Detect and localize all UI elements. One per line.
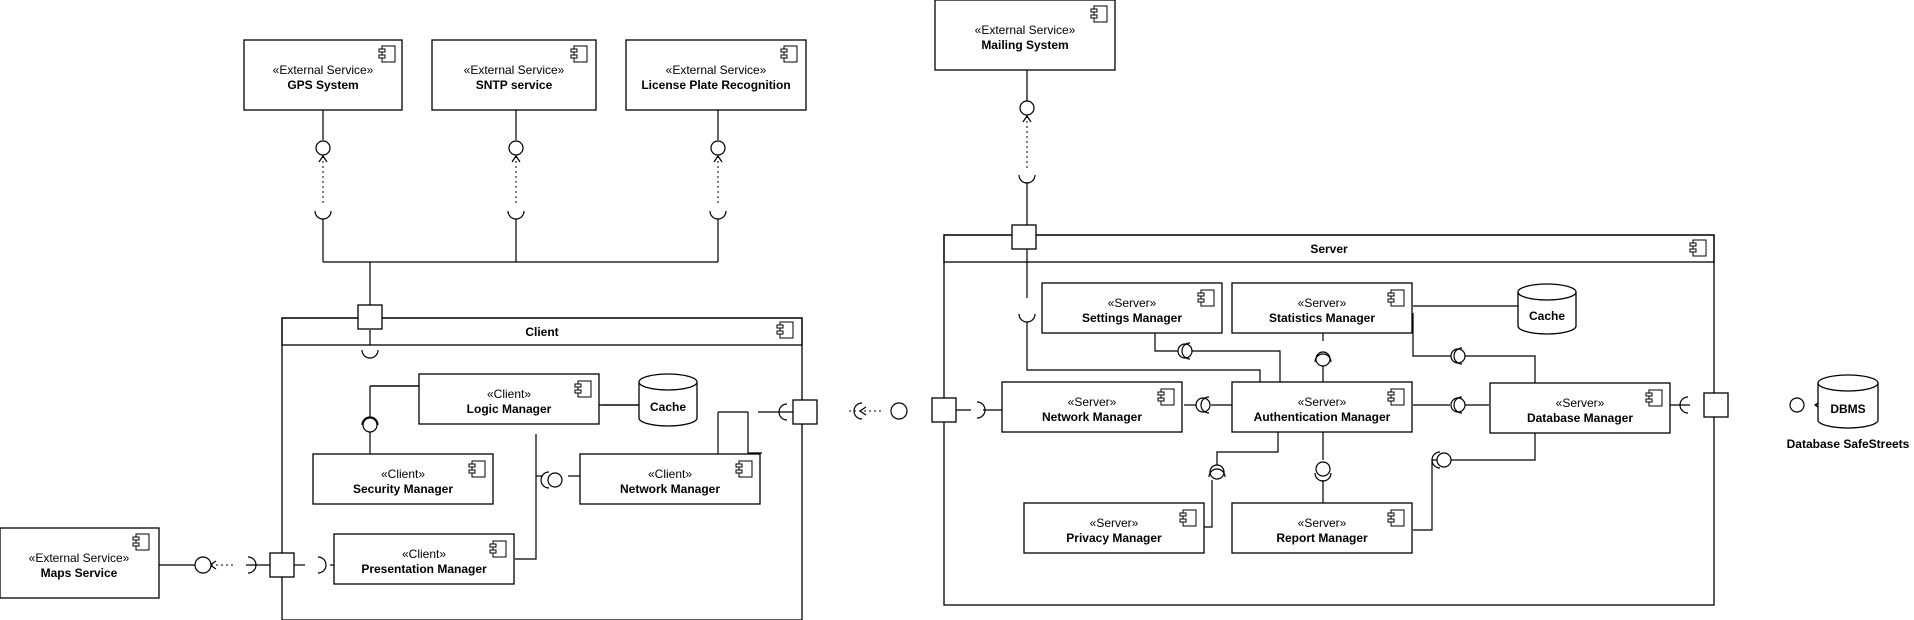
stereotype-label: «Server» xyxy=(1108,296,1157,310)
stereotype-label: «Server» xyxy=(1556,396,1605,410)
client-title: Client xyxy=(525,325,558,339)
stereotype-label: «Client» xyxy=(648,467,692,481)
component-icon xyxy=(574,380,592,398)
maps-service-component[interactable]: «External Service» Maps Service xyxy=(0,527,160,599)
gps-system-label: GPS System xyxy=(287,78,358,92)
client-cache-label: Cache xyxy=(650,400,686,414)
server-container: Server xyxy=(943,234,1715,606)
server-cache-label: Cache xyxy=(1529,309,1565,323)
presentation-manager-label: Presentation Manager xyxy=(361,562,487,576)
client-top-port[interactable] xyxy=(357,304,383,330)
component-icon xyxy=(735,460,753,478)
client-logic-manager-component[interactable]: «Client» Logic Manager xyxy=(418,373,600,425)
mailing-system-label: Mailing System xyxy=(981,38,1068,52)
stereotype-label: «Server» xyxy=(1090,516,1139,530)
client-right-port[interactable] xyxy=(792,399,818,425)
stereotype-label: «External Service» xyxy=(975,23,1076,37)
component-icon xyxy=(1387,388,1405,406)
component-icon xyxy=(1090,5,1108,23)
mailing-system-component[interactable]: «External Service» Mailing System xyxy=(934,0,1116,71)
database-safestreets-label: Database SafeStreets xyxy=(1787,437,1910,451)
stereotype-label: «External Service» xyxy=(666,63,767,77)
settings-manager-label: Settings Manager xyxy=(1082,311,1182,325)
stereotype-label: «External Service» xyxy=(273,63,374,77)
server-privacy-manager-component[interactable]: «Server» Privacy Manager xyxy=(1023,502,1205,554)
component-icon xyxy=(1689,239,1707,257)
client-network-manager-component[interactable]: «Client» Network Manager xyxy=(579,453,761,505)
server-database-manager-component[interactable]: «Server» Database Manager xyxy=(1489,382,1671,434)
stereotype-label: «External Service» xyxy=(29,551,130,565)
stereotype-label: «Client» xyxy=(381,467,425,481)
license-plate-recognition-label: License Plate Recognition xyxy=(641,78,790,92)
stereotype-label: «Server» xyxy=(1298,395,1347,409)
server-authentication-manager-component[interactable]: «Server» Authentication Manager xyxy=(1231,381,1413,433)
server-network-manager-label: Network Manager xyxy=(1042,410,1142,424)
stereotype-label: «Server» xyxy=(1068,395,1117,409)
dbms-database[interactable]: DBMS xyxy=(1817,374,1879,429)
client-container: Client xyxy=(281,317,803,620)
client-presentation-manager-component[interactable]: «Client» Presentation Manager xyxy=(333,533,515,585)
component-icon xyxy=(780,45,798,63)
component-icon xyxy=(776,321,794,339)
client-security-manager-component[interactable]: «Client» Security Manager xyxy=(312,453,494,505)
sntp-service-label: SNTP service xyxy=(476,78,553,92)
gps-system-component[interactable]: «External Service» GPS System xyxy=(243,39,403,111)
database-manager-label: Database Manager xyxy=(1527,411,1633,425)
component-icon xyxy=(132,533,150,551)
server-cache-database[interactable]: Cache xyxy=(1517,283,1577,335)
security-manager-label: Security Manager xyxy=(353,482,453,496)
component-icon xyxy=(1645,389,1663,407)
dependency-arrows xyxy=(208,114,1862,570)
server-top-port[interactable] xyxy=(1011,224,1037,250)
stereotype-label: «Client» xyxy=(487,387,531,401)
client-left-port[interactable] xyxy=(269,552,295,578)
component-icon xyxy=(378,45,396,63)
authentication-manager-label: Authentication Manager xyxy=(1254,410,1391,424)
server-title: Server xyxy=(1310,242,1348,256)
license-plate-recognition-component[interactable]: «External Service» License Plate Recogni… xyxy=(625,39,807,111)
server-statistics-manager-component[interactable]: «Server» Statistics Manager xyxy=(1231,282,1413,334)
privacy-manager-label: Privacy Manager xyxy=(1066,531,1162,545)
server-settings-manager-component[interactable]: «Server» Settings Manager xyxy=(1041,282,1223,334)
server-report-manager-component[interactable]: «Server» Report Manager xyxy=(1231,502,1413,554)
server-right-port[interactable] xyxy=(1703,392,1729,418)
sntp-service-component[interactable]: «External Service» SNTP service xyxy=(431,39,597,111)
client-network-manager-label: Network Manager xyxy=(620,482,720,496)
server-left-port[interactable] xyxy=(931,397,957,423)
dbms-label: DBMS xyxy=(1830,402,1865,416)
statistics-manager-label: Statistics Manager xyxy=(1269,311,1375,325)
component-icon xyxy=(570,45,588,63)
component-icon xyxy=(489,540,507,558)
component-icon xyxy=(468,460,486,478)
maps-service-label: Maps Service xyxy=(41,566,118,580)
component-icon xyxy=(1157,388,1175,406)
component-icon xyxy=(1387,289,1405,307)
report-manager-label: Report Manager xyxy=(1276,531,1368,545)
ports xyxy=(269,224,1729,578)
stereotype-label: «Server» xyxy=(1298,296,1347,310)
component-icon xyxy=(1197,289,1215,307)
component-icon xyxy=(1387,509,1405,527)
logic-manager-label: Logic Manager xyxy=(467,402,552,416)
stereotype-label: «External Service» xyxy=(464,63,565,77)
client-cache-database[interactable]: Cache xyxy=(638,373,698,427)
stereotype-label: «Client» xyxy=(402,547,446,561)
required-interfaces xyxy=(247,174,1689,574)
component-icon xyxy=(1179,509,1197,527)
stereotype-label: «Server» xyxy=(1298,516,1347,530)
server-network-manager-component[interactable]: «Server» Network Manager xyxy=(1001,381,1183,433)
